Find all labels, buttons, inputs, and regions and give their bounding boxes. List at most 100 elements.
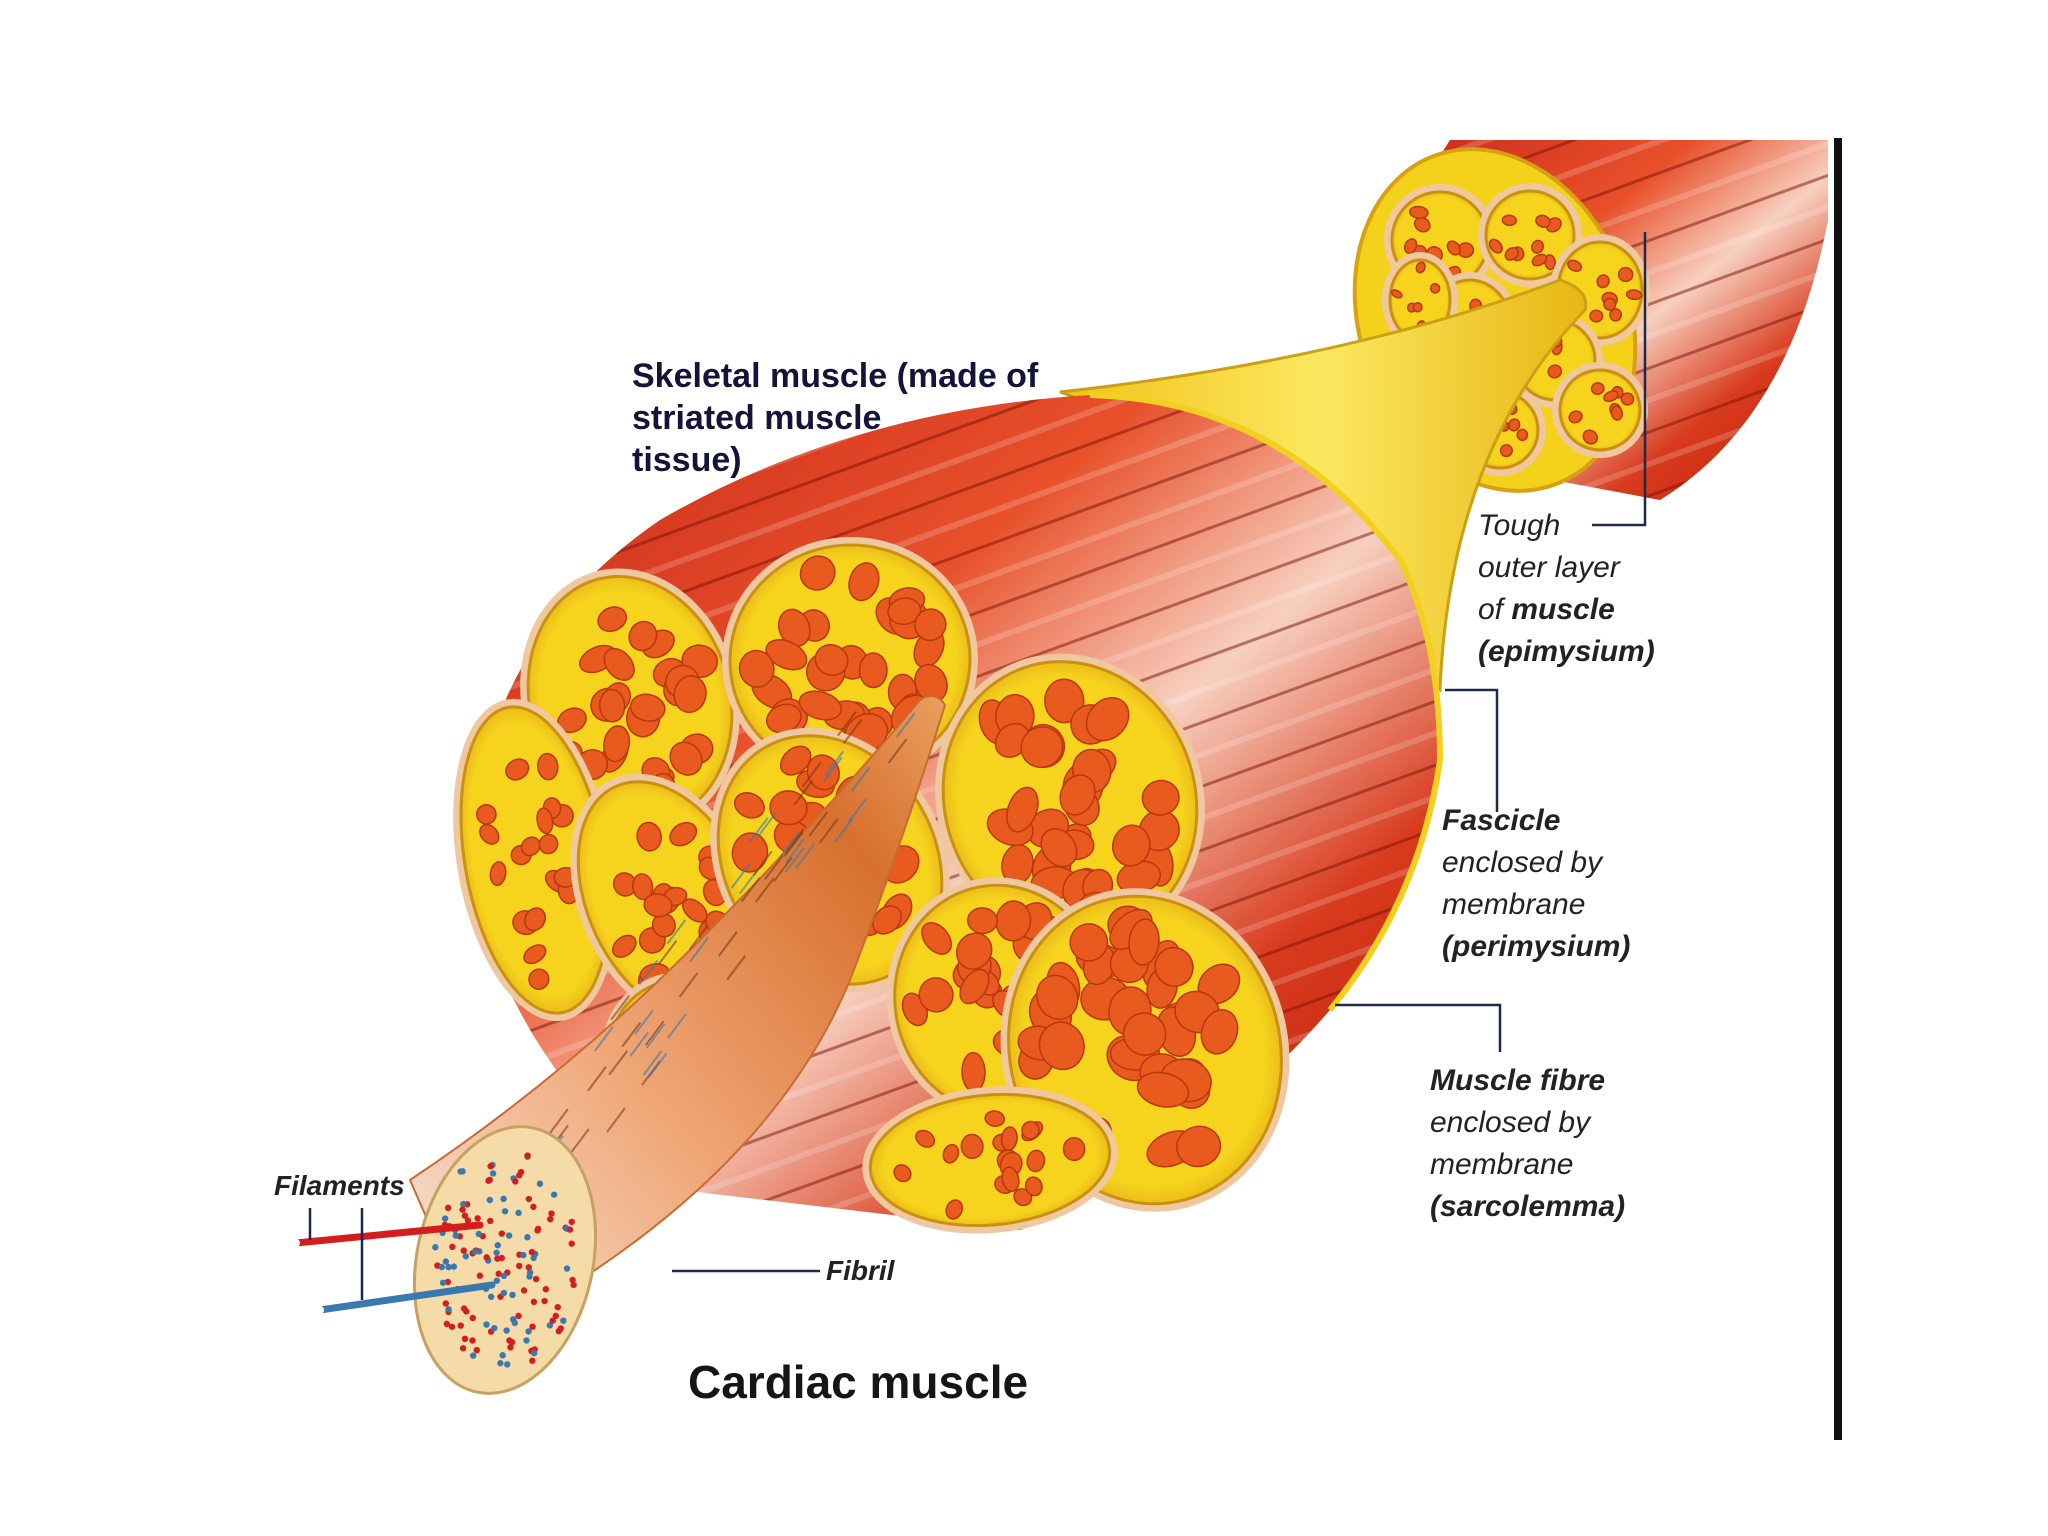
- muscle-fibre-section: [765, 639, 808, 671]
- muscle-fibre-section: [669, 821, 698, 847]
- muscle-fibre-section: [636, 821, 662, 852]
- muscle-fibre-section: [918, 977, 954, 1013]
- muscle-fibre-section: [631, 873, 654, 901]
- muscle-fibre-section: [1200, 1009, 1239, 1055]
- muscle-fibre-section: [858, 652, 888, 689]
- figure-caption: Cardiac muscle: [688, 1356, 1029, 1408]
- filament-rods: [292, 1221, 496, 1314]
- muscle-fibre-section: [611, 934, 637, 958]
- muscle-fibre-section: [1112, 824, 1151, 867]
- muscle-fibre-section: [1026, 1149, 1046, 1173]
- fascicle: [1552, 362, 1648, 458]
- label-skeletal-muscle: Skeletal muscle (made of striated muscle…: [632, 357, 1039, 479]
- muscle-fibre-section: [669, 741, 703, 776]
- leader-lines: [308, 232, 1647, 1300]
- fascicle: [1478, 183, 1582, 287]
- muscle-fibre-section: [1390, 289, 1403, 299]
- label-fibril: Fibril: [826, 1255, 895, 1286]
- muscle-fibre-section: [603, 725, 631, 763]
- muscle-fibre-section: [814, 643, 849, 677]
- muscle-fibre-section: [961, 1051, 986, 1093]
- muscle-fibre-section: [1415, 261, 1426, 274]
- muscle-fibre-section: [799, 555, 836, 591]
- muscle-fibre-section: [848, 562, 880, 602]
- muscle-fibre-section: [1609, 308, 1622, 322]
- muscle-fibre-section: [1059, 774, 1096, 816]
- muscle-fibre-section: [1024, 1176, 1043, 1197]
- muscle-fibre-section: [1154, 946, 1194, 988]
- muscle-fibre-section: [505, 758, 530, 781]
- muscle-fibre-section: [1507, 418, 1521, 432]
- muscle-fibre-section: [1069, 923, 1109, 962]
- muscle-fibre-section: [1603, 297, 1617, 311]
- muscle-fibre-section: [893, 1164, 912, 1183]
- muscle-fibre-section: [955, 932, 993, 970]
- muscle-fibre-section: [942, 1143, 960, 1164]
- right-edge-border: [1834, 138, 1842, 1440]
- muscle-fibre-section: [1403, 238, 1418, 254]
- muscle-fibre-section: [1044, 678, 1085, 724]
- muscle-fibre-section: [1176, 1125, 1222, 1168]
- muscle-fibre-section: [945, 1199, 964, 1220]
- muscle-fibre-section: [520, 836, 541, 857]
- muscle-fibre-section: [914, 608, 947, 642]
- fascicle: [935, 653, 1205, 947]
- muscle-fibre-section: [872, 905, 903, 935]
- muscle-fibre-section: [1499, 443, 1514, 458]
- muscle-fibre-section: [777, 608, 811, 648]
- muscle-fibre-section: [603, 647, 635, 681]
- muscle-fibre-section: [628, 620, 658, 652]
- fibril-streaks: [497, 710, 916, 1213]
- label-filaments: Filaments: [274, 1170, 405, 1201]
- muscle-fibre-section: [1141, 779, 1180, 816]
- muscle-fibre-section: [984, 1110, 1006, 1127]
- muscle-fibre-section: [779, 745, 812, 776]
- muscle-fibre-section: [1001, 1166, 1020, 1193]
- muscle-fibre-section: [738, 649, 775, 688]
- muscle-fibre-section: [1413, 216, 1431, 233]
- muscle-fibre-section: [1488, 238, 1503, 254]
- muscle-fibre-section: [598, 688, 626, 723]
- muscle-fibre-section: [673, 675, 707, 714]
- muscle-fibre-section: [1590, 382, 1605, 395]
- muscle-fibre-section: [1020, 726, 1064, 769]
- muscle-fibre-section: [629, 693, 666, 722]
- muscle-fibre-section: [1620, 392, 1635, 406]
- muscle-fibre-section: [1062, 1137, 1086, 1162]
- muscle-fibre-section: [959, 968, 990, 1005]
- muscle-fibre-section: [1035, 974, 1079, 1021]
- muscle-fibre-section: [643, 893, 673, 918]
- muscle-fibre-section: [1582, 429, 1599, 445]
- muscle-fibre-section: [1504, 246, 1520, 261]
- muscle-fibre-section: [1136, 1071, 1190, 1108]
- fibril: [408, 695, 947, 1395]
- muscle-fibre-section: [536, 807, 554, 835]
- fascicle: [862, 1086, 1118, 1234]
- label-fascicle: Fascicle enclosed by membrane (perimysiu…: [1442, 804, 1631, 963]
- muscle-fibre-section: [731, 832, 769, 873]
- fascicle: [453, 698, 617, 1022]
- muscle-fibre-section: [1006, 786, 1039, 833]
- muscle-fibre-section: [1122, 1012, 1167, 1056]
- muscle-fibre-section: [489, 861, 507, 887]
- muscle-fibre-section: [887, 597, 922, 626]
- muscle-fibre-section: [1516, 428, 1529, 442]
- muscle-fibre-section: [1596, 274, 1610, 289]
- muscle-fibre-section: [798, 690, 843, 721]
- muscle-fibre-section: [1531, 253, 1548, 267]
- muscle-fibre-section: [1567, 259, 1583, 272]
- muscle-fibre-section: [528, 968, 550, 990]
- muscle-fibre-section: [1589, 309, 1604, 323]
- muscle-fibre-section: [1038, 1021, 1085, 1071]
- muscle-fibre-section: [537, 752, 559, 781]
- muscle-fibre-section: [476, 803, 497, 825]
- muscle-fibre-section: [1021, 1120, 1040, 1140]
- muscle-fibre-section: [1000, 1126, 1018, 1151]
- muscle-fibre-section: [1040, 828, 1078, 868]
- muscle-fibre-section: [1408, 205, 1429, 219]
- muscle-fibre-section: [1603, 390, 1619, 403]
- muscle-fibre-section: [1501, 214, 1518, 227]
- muscle-fibre-section: [1625, 289, 1643, 301]
- muscle-fibre-section: [523, 944, 547, 965]
